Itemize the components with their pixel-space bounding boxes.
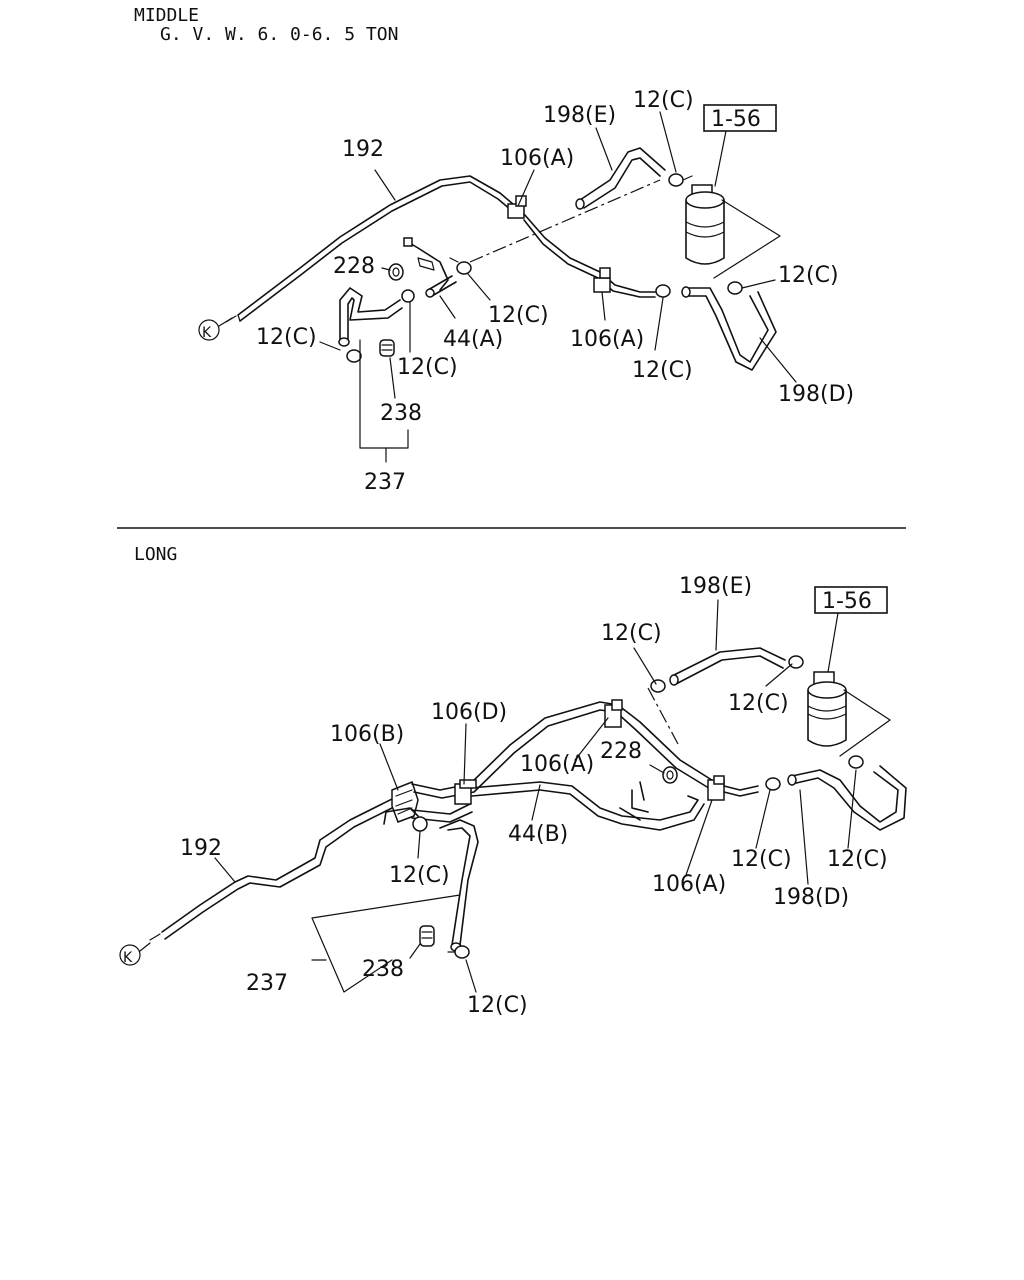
label-12c-top-long: 12(C) <box>601 621 662 646</box>
label-12c-low1-long: 12(C) <box>731 847 792 872</box>
k-marker-middle: K <box>198 317 233 341</box>
hose-198e-long <box>671 647 786 677</box>
label-238-middle: 238 <box>380 401 422 426</box>
pipe-44b <box>469 781 699 821</box>
pipe-middle-connector <box>523 213 656 293</box>
clip-12c-left-long <box>412 816 428 832</box>
ref-box-long-label: 1-56 <box>822 589 872 614</box>
center-line-long <box>647 687 679 745</box>
label-12c-bottom-long: 12(C) <box>467 993 528 1018</box>
hose-237-middle <box>339 287 401 341</box>
clamp-106a-top <box>507 195 527 219</box>
label-12c-mid-middle: 12(C) <box>488 303 549 328</box>
label-237-long: 237 <box>246 971 288 996</box>
label-198e-middle: 198(E) <box>543 103 616 128</box>
label-12c-right-long: 12(C) <box>728 691 789 716</box>
clip-12c-top-middle <box>668 173 693 187</box>
clip-12c-under-middle <box>401 289 415 303</box>
label-44a: 44(A) <box>443 327 503 352</box>
clamp-106d <box>454 779 477 805</box>
ref-box-long <box>814 586 888 614</box>
label-12c-left-middle: 12(C) <box>256 325 317 350</box>
pipe-192 <box>237 175 521 316</box>
ref-box-middle-label: 1-56 <box>711 107 761 132</box>
long-header-title: LONG <box>134 544 177 565</box>
clip-12c-left-middle <box>319 341 362 363</box>
clip-12c-top-long <box>650 679 666 693</box>
middle-header-subtitle: G. V. W. 6. 0-6. 5 TON <box>160 24 398 45</box>
bracket-long <box>619 781 649 821</box>
nut-228-long <box>662 766 678 784</box>
hose-198e-middle <box>579 147 666 201</box>
label-12c-left-long: 12(C) <box>389 863 450 888</box>
middle-header-title: MIDDLE <box>134 5 199 26</box>
clip-12c-mid-long <box>765 777 781 791</box>
fuel-filter-middle <box>685 184 781 279</box>
clamp-106a-mid <box>604 699 623 728</box>
label-192-long: 192 <box>180 836 222 861</box>
clamp-106b <box>391 781 419 823</box>
hose-198d-long <box>791 769 899 823</box>
nut-228-middle <box>388 263 404 281</box>
clip-12c-right-long <box>788 655 804 669</box>
label-228-middle: 228 <box>333 254 375 279</box>
label-198e-long: 198(E) <box>679 574 752 599</box>
bracket-middle <box>403 237 449 291</box>
clip-12c-bottom-long <box>447 945 470 959</box>
clip-12c-mid-middle <box>449 257 472 275</box>
label-12c-low-middle: 12(C) <box>632 358 693 383</box>
label-106a-low-middle: 106(A) <box>570 327 644 352</box>
label-198d-middle: 198(D) <box>778 382 854 407</box>
center-line-middle <box>469 179 661 263</box>
clip-12c-right-middle <box>727 279 776 295</box>
label-228-long: 228 <box>600 739 642 764</box>
clamp-106a-low-long <box>707 775 725 801</box>
label-12c-top-middle: 12(C) <box>633 88 694 113</box>
label-238-long: 238 <box>362 957 404 982</box>
label-192-middle: 192 <box>342 137 384 162</box>
label-106a-low-long: 106(A) <box>652 872 726 897</box>
pipe-192-long <box>161 794 401 933</box>
svg-text:K: K <box>202 325 212 341</box>
label-12c-under-middle: 12(C) <box>397 355 458 380</box>
svg-text:K: K <box>123 950 133 966</box>
label-237-middle: 237 <box>364 470 406 495</box>
insulator-238-middle <box>379 339 395 357</box>
clip-12c-low-middle <box>655 284 671 298</box>
clamp-106a-low <box>593 267 611 293</box>
middle-section: MIDDLE G. V. W. 6. 0-6. 5 TON K <box>134 5 854 495</box>
fuel-filter-long <box>807 671 891 757</box>
label-44b: 44(B) <box>508 822 568 847</box>
pipe-44a <box>425 275 457 298</box>
long-section: LONG K <box>119 544 907 1018</box>
label-106a-mid-long: 106(A) <box>520 752 594 777</box>
ref-box-middle <box>703 104 777 132</box>
hose-237-long <box>383 807 479 946</box>
k-marker-long: K <box>119 942 151 966</box>
clip-12c-filter-long <box>848 755 864 769</box>
label-106b: 106(B) <box>330 722 404 747</box>
pipe-192-inner <box>239 181 519 322</box>
label-106d: 106(D) <box>431 700 507 725</box>
hose-198d-middle <box>685 287 769 363</box>
label-106a-top-middle: 106(A) <box>500 146 574 171</box>
label-12c-right-middle: 12(C) <box>778 263 839 288</box>
label-12c-low2-long: 12(C) <box>827 847 888 872</box>
label-198d-long: 198(D) <box>773 885 849 910</box>
insulator-238-long <box>419 925 435 947</box>
